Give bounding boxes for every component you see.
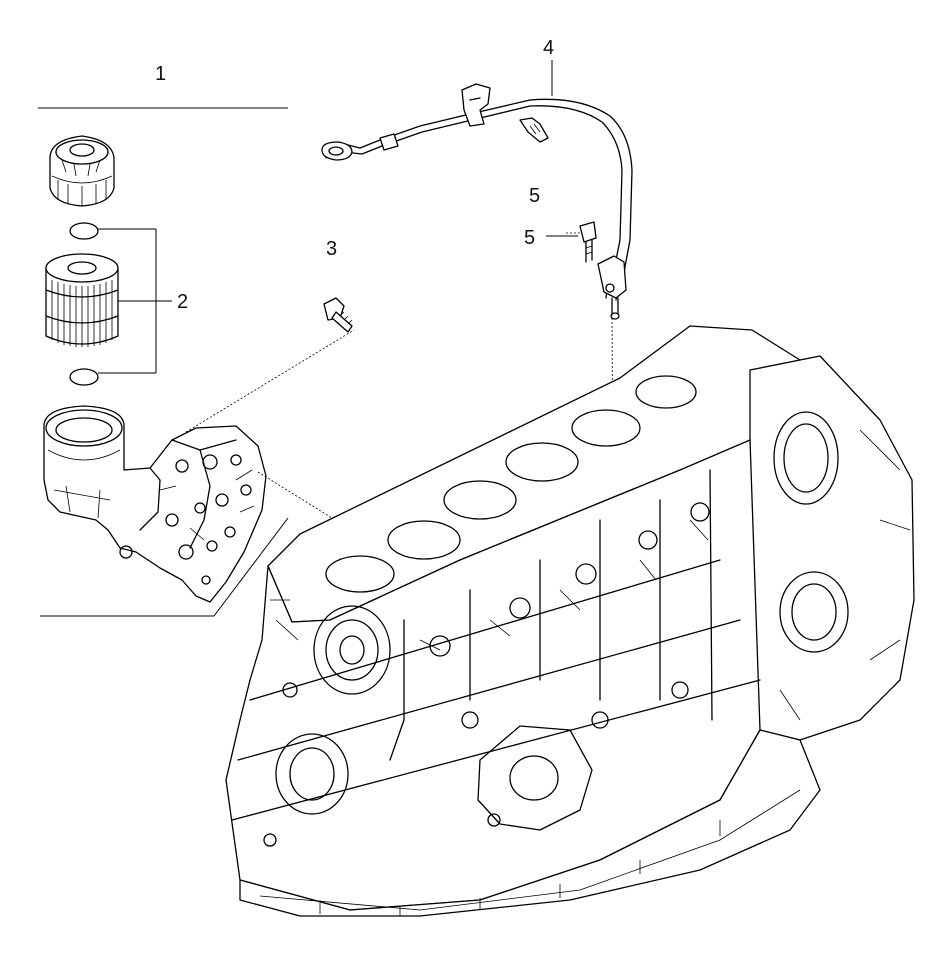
callout-1: 1 (155, 63, 167, 85)
callout-2-bracket (98, 228, 172, 374)
o-ring-bottom (69, 368, 99, 386)
dipstick-tube (321, 60, 633, 320)
callout-5-lower: 5 (524, 227, 536, 249)
oil-filter-element (45, 253, 119, 347)
bolt-3 (323, 297, 353, 333)
group-1-bracket (38, 107, 289, 617)
oil-filter-cap (49, 135, 115, 207)
o-ring-top (69, 222, 99, 240)
callout-2: 2 (177, 291, 189, 313)
bolt-5 (579, 221, 597, 263)
oil-filter-housing (43, 405, 267, 603)
callout-3: 3 (326, 238, 338, 260)
callout-4: 4 (543, 37, 555, 59)
callout-5-upper: 5 (529, 185, 541, 207)
engine-block (225, 325, 915, 917)
